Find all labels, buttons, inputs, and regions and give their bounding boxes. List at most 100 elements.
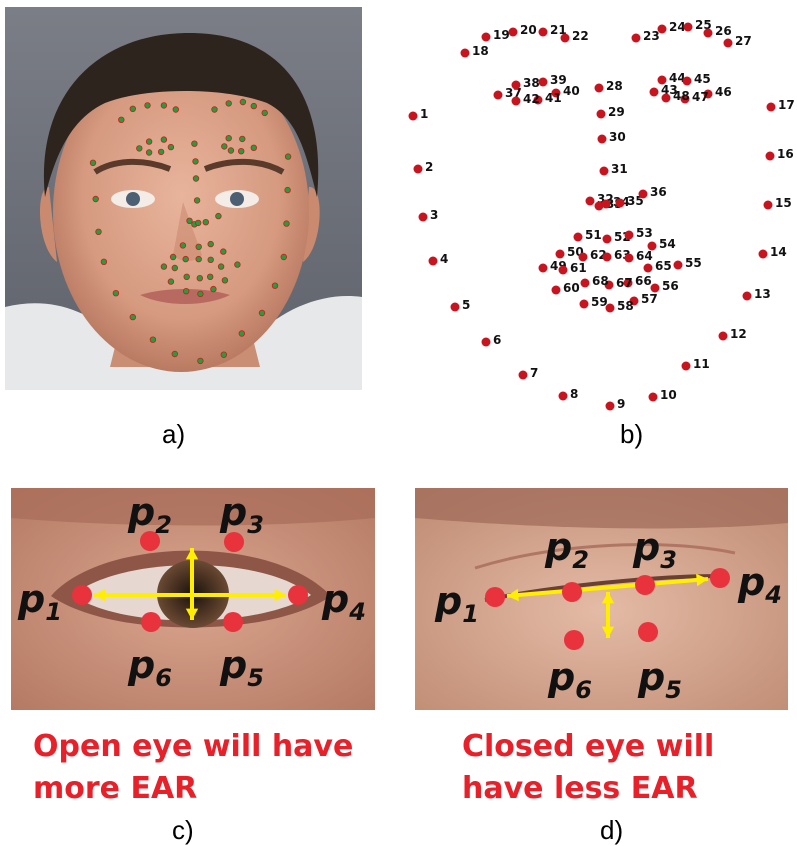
landmark-point: [657, 75, 667, 85]
photo-landmark-point: [171, 264, 178, 272]
landmark-label: 46: [715, 85, 732, 99]
eye-point-label: p2: [544, 525, 589, 574]
photo-landmark-point: [95, 228, 102, 235]
arrow-head: [185, 608, 199, 620]
photo-landmark-point: [207, 256, 214, 263]
photo-landmark-point: [171, 350, 178, 358]
landmark-point: [629, 296, 639, 306]
eye-landmark-point: [635, 575, 655, 595]
mouth-shape: [140, 289, 230, 304]
landmark-label: 15: [775, 196, 792, 210]
landmark-label: 47: [692, 90, 709, 104]
arrow-head: [94, 588, 106, 602]
landmark-point: [578, 252, 588, 262]
landmark-label: 10: [660, 388, 677, 402]
photo-landmark-point: [196, 275, 203, 282]
landmark-label: 13: [754, 287, 771, 301]
photo-landmarks: [89, 98, 292, 365]
landmark-point: [580, 278, 590, 288]
landmark-point: [758, 249, 768, 259]
landmark-point: [558, 391, 568, 401]
landmark-point: [538, 263, 548, 273]
photo-landmark-point: [220, 248, 227, 255]
photo-landmark-point: [284, 186, 291, 194]
landmark-label: 4: [440, 252, 448, 266]
landmark-label: 22: [572, 29, 589, 43]
landmark-point: [605, 303, 615, 313]
landmark-point: [763, 200, 773, 210]
open-eye-caption: Open eye will have more EAR: [33, 726, 353, 810]
landmark-label: 64: [636, 249, 653, 263]
photo-landmark-point: [221, 143, 228, 150]
landmark-label: 51: [585, 228, 602, 242]
eye-landmark-point: [141, 612, 161, 632]
landmark-point: [413, 164, 423, 174]
photo-landmark-point: [192, 175, 200, 182]
caption-c: c): [172, 815, 194, 845]
photo-landmark-point: [191, 140, 198, 147]
landmark-label: 3: [430, 208, 438, 222]
landmark-label: 25: [695, 18, 712, 32]
landmark-label: 44: [669, 71, 686, 85]
landmark-point: [649, 87, 659, 97]
eye-point-subscript: 1: [45, 598, 62, 626]
landmark-label: 36: [650, 185, 667, 199]
landmark-point: [560, 33, 570, 43]
landmark-point: [683, 22, 693, 32]
eye-landmark-point: [223, 612, 243, 632]
caption-d: d): [600, 815, 624, 845]
eye-landmark-point: [485, 587, 505, 607]
landmark-point: [579, 299, 589, 309]
landmark-label: 18: [472, 44, 489, 58]
landmark-label: 23: [643, 29, 660, 43]
arrow-head: [601, 626, 615, 638]
landmark-point: [604, 280, 614, 290]
eye-point-label: p5: [637, 655, 682, 704]
arrow-head: [185, 548, 199, 560]
photo-landmark-point: [92, 195, 99, 203]
photo-landmark-point: [193, 197, 201, 204]
landmark-label: 58: [617, 299, 634, 313]
landmark-point: [648, 392, 658, 402]
photo-landmark-point: [197, 357, 204, 365]
photo-landmark-point: [129, 105, 136, 112]
landmark-point: [623, 278, 633, 288]
eye-point-label: p6: [127, 643, 172, 692]
iris-right: [230, 192, 244, 206]
landmark-label: 2: [425, 160, 433, 174]
landmark-label: 38: [523, 76, 540, 90]
landmark-point: [418, 212, 428, 222]
photo-landmark-point: [221, 277, 229, 284]
eye-point-letter: p: [321, 577, 349, 621]
hair: [43, 32, 319, 197]
iris-left: [126, 192, 140, 206]
photo-landmark-point: [169, 253, 177, 261]
photo-landmark-point: [206, 273, 214, 280]
eye-point-letter: p: [547, 655, 575, 699]
landmark-point: [481, 337, 491, 347]
eye-landmark-point: [638, 622, 658, 642]
photo-landmark-point: [239, 135, 246, 143]
landmark-point: [460, 48, 470, 58]
eye-point-label: p4: [737, 560, 782, 609]
landmark-label: 16: [777, 147, 794, 161]
landmark-point: [650, 283, 660, 293]
caption-b: b): [620, 419, 644, 449]
landmark-point: [718, 331, 728, 341]
photo-landmark-point: [202, 218, 209, 226]
photo-landmark-point: [207, 240, 214, 248]
open-eye-photo: [11, 488, 375, 710]
landmark-point: [428, 256, 438, 266]
landmark-label: 28: [606, 79, 623, 93]
landmark-point: [638, 189, 648, 199]
eye-point-subscript: 4: [764, 581, 782, 609]
photo-landmark-point: [149, 336, 157, 343]
arrow-head: [696, 573, 708, 587]
landmark-label: 11: [693, 357, 710, 371]
eye-landmark-point: [564, 630, 584, 650]
landmark-label: 60: [563, 281, 580, 295]
landmark-label: 31: [611, 162, 628, 176]
landmark-label: 59: [591, 295, 608, 309]
